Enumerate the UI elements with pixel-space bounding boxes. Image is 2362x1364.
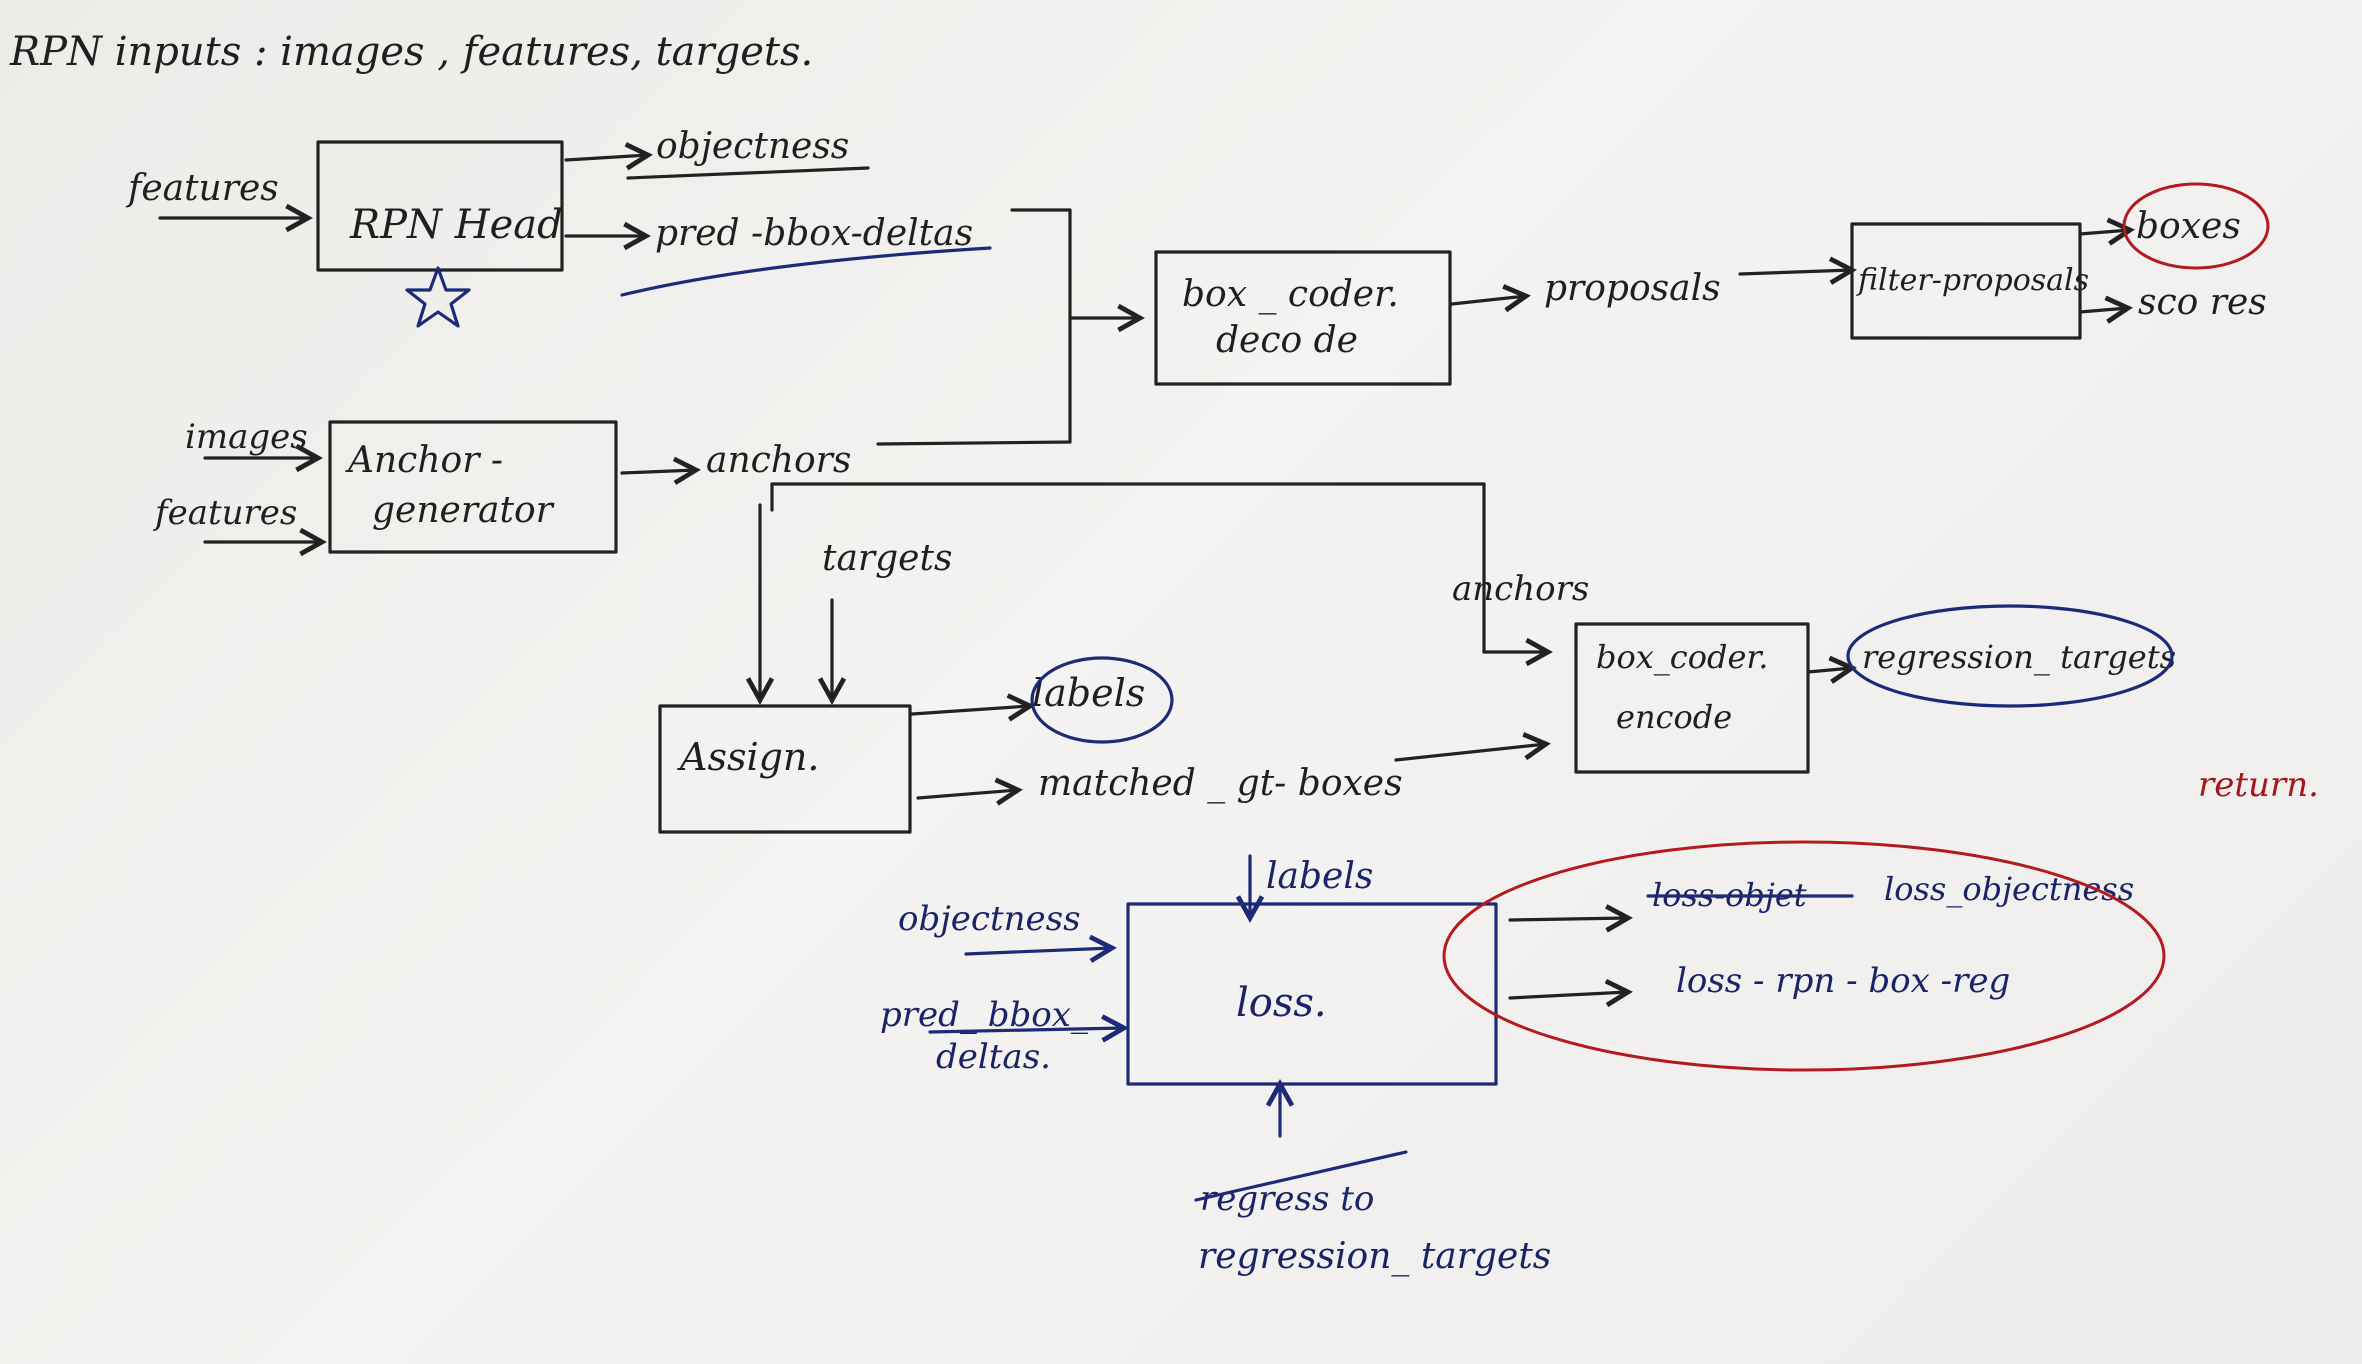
loss-to-box-reg-arrow <box>1508 992 1628 998</box>
box-coder-encode-label-1: box_coder. <box>1596 638 1768 676</box>
regression-strikethrough <box>1194 1150 1408 1202</box>
deltas-bracket <box>876 208 1072 446</box>
box-coder-decode-box <box>1154 250 1452 386</box>
regression-targets-circle <box>1846 604 2174 708</box>
boxes-label: boxes <box>2136 206 2241 247</box>
images-input-label: images <box>185 417 308 457</box>
loss-to-objectness-arrow <box>1508 918 1628 920</box>
assign-to-matched-arrow <box>916 790 1018 798</box>
filter-proposals-label: filter-proposals <box>1856 263 2089 298</box>
regression-targets-output-label: regression_ targets <box>1862 638 2176 676</box>
anchors-output-label: anchors <box>706 440 851 481</box>
regression-targets-input-loss-label: regression_ targets <box>1198 1236 1551 1277</box>
objectness-to-loss-arrow <box>964 948 1112 954</box>
head-to-objectness-arrow <box>564 155 648 160</box>
pred-bbox-deltas-input-loss-label-2: deltas. <box>936 1037 1051 1077</box>
box-coder-decode-label-2: deco de <box>1216 320 1358 361</box>
labels-circle <box>1030 656 1174 744</box>
losses-return-circle <box>1442 840 2166 1072</box>
anchor-generator-label-1: Anchor - <box>345 440 503 481</box>
proposals-to-filter-arrow <box>1738 270 1852 274</box>
loss-rpn-box-reg-label: loss - rpn - box -reg <box>1676 961 2010 1001</box>
filter-to-scores-arrow <box>2078 308 2128 312</box>
encode-to-regression-arrow <box>1806 668 1852 672</box>
decode-to-proposals-arrow <box>1450 296 1526 304</box>
objectness-input-loss-label: objectness <box>898 899 1081 939</box>
features-input-label: features <box>125 168 279 209</box>
deltas-underline <box>620 246 992 297</box>
anchor-to-anchors-arrow <box>620 470 696 473</box>
targets-label: targets <box>822 538 952 579</box>
anchor-generator-label-2: generator <box>372 490 555 531</box>
page-title: RPN inputs : images , features, targets. <box>9 29 813 75</box>
regression-targets-struck-label: regress to <box>1200 1179 1374 1219</box>
labels-output-label: labels <box>1032 671 1145 715</box>
features-input-label-2: features <box>152 493 297 533</box>
loss-box <box>1126 902 1498 1086</box>
objectness-output-label: objectness <box>656 126 849 167</box>
filter-proposals-box <box>1850 222 2082 340</box>
pred-bbox-deltas-output-label: pred -bbox-deltas <box>655 213 973 254</box>
assign-label: Assign. <box>677 735 819 779</box>
anchor-generator-box <box>328 420 618 554</box>
anchors-to-encode-label: anchors <box>1452 569 1589 609</box>
loss-label: loss. <box>1236 980 1327 1026</box>
assign-to-labels-arrow <box>910 706 1030 714</box>
assign-box <box>658 704 912 834</box>
box-coder-encode-box <box>1574 622 1810 774</box>
return-label: return. <box>2198 765 2319 805</box>
matched-to-encode-arrow <box>1394 744 1546 762</box>
proposals-label: proposals <box>1544 268 1721 309</box>
box-coder-decode-label-1: box _ coder. <box>1182 274 1399 315</box>
star-icon <box>405 266 471 328</box>
boxes-circle <box>2122 182 2270 270</box>
box-coder-encode-label-2: encode <box>1616 698 1732 736</box>
filter-to-boxes-arrow <box>2078 230 2130 234</box>
deltas-to-loss-arrow <box>928 1028 1124 1032</box>
scores-label: sco res <box>2138 282 2267 323</box>
labels-input-loss-label: labels <box>1266 856 1373 897</box>
rpn-head-label: RPN Head <box>349 202 563 248</box>
anchors-to-encode-path <box>770 482 1548 652</box>
objectness-underline <box>626 166 870 180</box>
matched-gt-boxes-label: matched _ gt- boxes <box>1038 763 1403 804</box>
